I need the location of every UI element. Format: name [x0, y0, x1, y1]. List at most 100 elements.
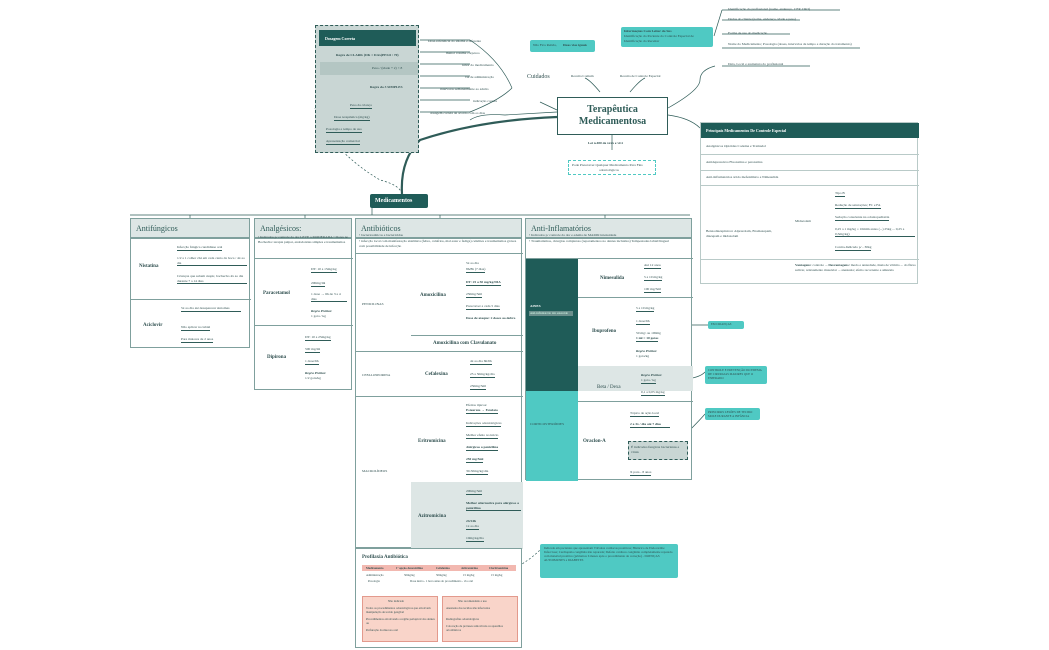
dipirona-item-3: 1 dose/6h: [305, 359, 319, 365]
eri-item-7: 30-50mg/kg/dia: [466, 469, 489, 475]
receita-especial-box-2: Identificação do Paciente do Controle Es…: [624, 34, 694, 38]
nim-item-2: 5 a 10 mg/kg: [644, 275, 663, 281]
prof-h-4: Azitromicina: [461, 566, 478, 570]
cef-item-3: 250mg/5ml: [470, 384, 487, 390]
prof-r1-5: 15 mg/kg: [491, 573, 503, 577]
beta-tag[interactable]: CONTROLE E PREVENÇÃO DO EDEMA DE CIRURGI…: [705, 366, 767, 384]
eritromicina-label: Eritromicina: [418, 439, 446, 444]
prof-not-1: Todos os procedimentos odontológicos que…: [366, 606, 431, 614]
profilaxia-title: Profilaxia Antibiótica: [362, 555, 408, 560]
receita-especial-label: Receita de Controle Especial: [620, 74, 661, 78]
prof-h-2: 1ª opção Amoxicilina: [396, 566, 423, 570]
controle-tipo-2: Redução de saturações; FC e FA: [835, 203, 881, 209]
receita-comum-box-a: Não Fica Retida,: [533, 43, 557, 47]
cef-item-1: 4x ao dia 6h/6h: [470, 359, 492, 365]
central-note-box[interactable]: Pode Prescrever Qualquer Medicamento Par…: [568, 160, 656, 175]
medicamentos-node[interactable]: Medicamentos: [370, 194, 428, 208]
ora-item-4: X para - 8 anos: [630, 470, 652, 476]
ibu-tag[interactable]: EM CRIANÇAS: [708, 321, 744, 329]
ora-item-3-box[interactable]: É indicados fungicas bacterianas e virai…: [628, 441, 688, 460]
antiinf-desc2: • Traumatismos, cirurgias complexas (rep…: [529, 239, 669, 243]
dipirona-item-5: 1/2 gota/kg: [305, 376, 321, 380]
paracetamol-item-4: Regra Prática:: [311, 309, 333, 313]
beta-tag-label: CONTROLE E PREVENÇÃO DO EDEMA DE CIRURGI…: [708, 368, 762, 380]
cefalexina-label: Cefalexina: [425, 372, 448, 377]
controle-tipo-3: Sedação consciente na odontopediatria: [835, 215, 890, 221]
prof-r2-1: Posologia: [368, 579, 380, 583]
beta-item-3: 0,1 a 0,05 mg/kg: [641, 390, 665, 396]
prof-r2-2: Dose única - 1 hora antes do procediment…: [410, 579, 473, 583]
antibioticos-desc2: • infecção local com manifestação sistêm…: [359, 239, 517, 248]
dosagem-r2: Peso / (idade + 2) × 8: [372, 66, 403, 70]
cuidados-item-4: via de administração: [465, 75, 494, 79]
prof-yes-1: Anestesia dos tecidos não infectados: [446, 606, 490, 610]
penicilinas-label: PENICILINAS: [362, 302, 384, 306]
amox-item-2: 8h/8h (7 dias): [466, 267, 486, 273]
profilaxia-note-box[interactable]: Indicada em pacientes que apresentam Vál…: [540, 544, 678, 578]
controle-benzo: Benzodiazepínicos: Alprazolam, Bromazepa…: [706, 229, 772, 238]
controle-title-box[interactable]: Principais Medicamentos De Controle Espe…: [701, 123, 919, 138]
prof-not-recommended-box: Não recomendado a uso Anestesia dos teci…: [442, 596, 518, 642]
prof-not-3: Perfuração da mucosa oral: [366, 628, 398, 632]
nistatina-label: Nistatina: [139, 264, 159, 269]
dosagem-panel: Dosagem Correta Regra de CLARK (DK = DAx…: [315, 25, 419, 153]
ora-item-2: 2 a 3x / dia até 7 dias: [630, 422, 670, 428]
nistatina-item-3: Crianças que sabem cuspir, bochecho 4x a…: [177, 274, 247, 284]
controle-panel: Principais Medicamentos De Controle Espe…: [700, 122, 919, 284]
aciclovir-label: Aciclovir: [143, 323, 163, 328]
central-sub: Lei n.480 de xxxx e vivi: [588, 141, 623, 145]
profilaxia-header-row: [362, 565, 516, 571]
antibioticos-col: • bacteriostáticos e bactericidas • infe…: [355, 233, 523, 549]
cuidados-label: Cuidados: [527, 74, 550, 80]
dosagem-item-1: Peso da criança: [350, 103, 372, 109]
cuidados-item-7: dosagem correta de acordo com os dias: [430, 111, 486, 115]
prof-r1-3: 50mg/kg: [436, 573, 447, 577]
antibioticos-header[interactable]: Antibióticos: [355, 218, 522, 238]
aines-block: AINES Anti-inflamatório não esteroide: [526, 259, 578, 391]
macrolideos-label: MACROLÍDEOS: [362, 469, 388, 473]
central-node[interactable]: Terapêutica Medicamentosa: [557, 97, 668, 135]
dosagem-title-box[interactable]: Dosagem Correta: [319, 30, 416, 46]
prof-r1-1: Administração: [366, 573, 384, 577]
cuidados-item-5: intervalos semanalmente ao adulto: [440, 87, 489, 91]
cefalosporina-label: CEFALOSPORINA: [362, 373, 391, 377]
receita-comum-box[interactable]: Não Fica Retida, Duas vias iguais: [530, 40, 595, 52]
controle-row-3: Anti-Inflamatórios ácido mefenâmico e Ni…: [706, 175, 779, 179]
cuidados-item-2: menor volume corpóreo: [446, 51, 480, 55]
ibuprofeno-label: Ibuprofeno: [592, 329, 617, 334]
prof-not-title: Não indicado: [388, 599, 405, 603]
prof-not-2: Procedimentos envolvendo a região periap…: [366, 617, 435, 625]
dipirona-item-4: Regra Prática:: [305, 371, 327, 375]
dosagem-item-3: Posologia e tempo de uso: [326, 127, 362, 133]
dipirona-label: Dipirona: [267, 355, 287, 360]
central-title-line1: Terapêutica: [587, 104, 638, 115]
analgesicos-header[interactable]: Analgésicos:: [254, 218, 352, 238]
medicamentos-label: Medicamentos: [375, 198, 413, 204]
dosagem-item-4: Apresentação comercial: [326, 139, 360, 145]
receita-especial-box[interactable]: Informações Com Leitor do Sus Identifica…: [621, 27, 713, 47]
amox-item-5: Prescrever a cada 5 dias: [466, 304, 500, 310]
dosagem-r2-box: Peso / (idade + 2) × 8: [320, 62, 418, 75]
ora-item-1: Tópico de ação local: [630, 411, 660, 417]
ora-tag-label: PRINCIPAIS LESÕES DE TECIDO MOLE DURANTE…: [708, 410, 753, 418]
azi-item-2: Melhor alternativa para alérgicos a peni…: [466, 501, 521, 511]
beta-item-2: 1 gota / kg: [641, 378, 656, 384]
controle-tipo-1: Tipo B: [835, 191, 845, 197]
prof-not-indicated-box: Não indicado Todos os procedimentos odon…: [362, 596, 438, 642]
aciclovir-item-1: 5x ao dia até desaparecer sintomas: [181, 306, 241, 312]
controle-midazolam: Midazolam: [795, 219, 811, 223]
ora-tag[interactable]: PRINCIPAIS LESÕES DE TECIDO MOLE DURANTE…: [705, 408, 760, 420]
cortico-label: CORTICOSTERÓIDES: [530, 422, 565, 426]
cortico-block: CORTICOSTERÓIDES: [526, 391, 578, 481]
beta-block: [578, 366, 693, 391]
dosagem-r3: Regra do 3 SIMPLES: [370, 85, 403, 89]
azitromicina-label: Azitromicina: [418, 514, 446, 519]
eri-item-2: Estearato → Estolato: [466, 408, 498, 414]
antiinf-header[interactable]: Anti-Inflamatórios: [525, 218, 692, 238]
amox-item-1: 5x ao dia: [466, 261, 479, 265]
azi-item-4: 1x ao dia: [466, 524, 479, 530]
ibu-item-1: 5 a 10 mg/kg: [636, 306, 655, 312]
antibioticos-title: Antibióticos: [361, 224, 401, 233]
antifungicos-header[interactable]: Antifúngicos: [130, 218, 250, 238]
